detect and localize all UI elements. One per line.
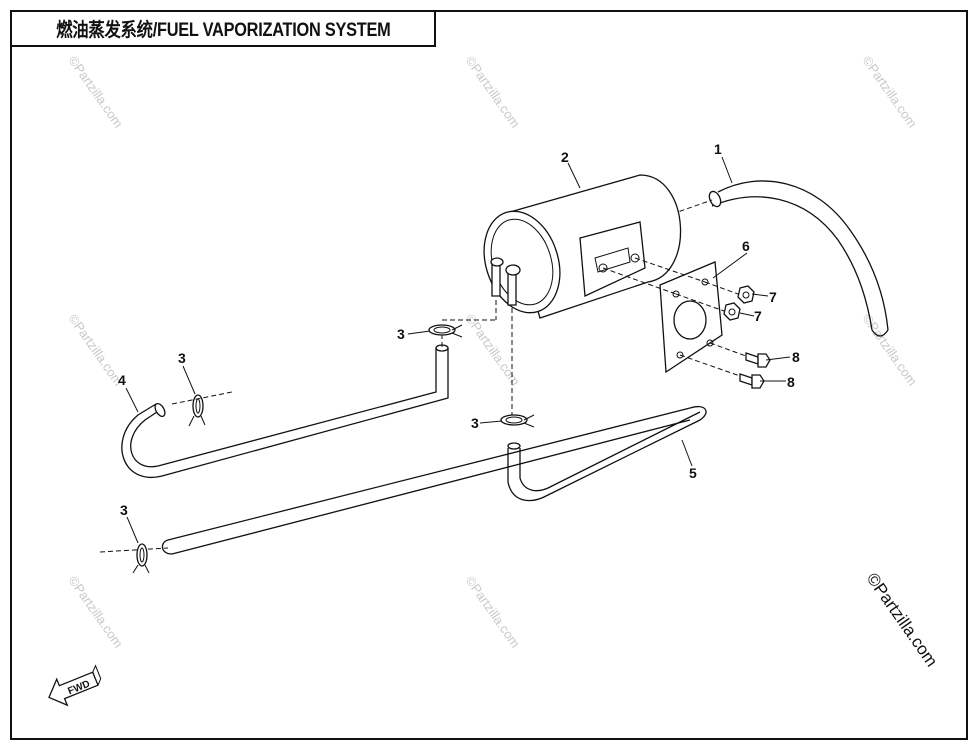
watermark: ©Partzilla.com xyxy=(860,311,920,388)
part-7-nut[interactable] xyxy=(704,281,755,304)
copyright-text: ©Partzilla.com xyxy=(863,569,942,670)
title-box: 燃油蒸发系统/FUEL VAPORIZATION SYSTEM xyxy=(10,10,436,47)
callout-6: 6 xyxy=(742,238,750,254)
callout-3: 3 xyxy=(397,326,405,342)
watermark: ©Partzilla.com xyxy=(463,573,523,650)
callout-3: 3 xyxy=(178,350,186,366)
callout-2: 2 xyxy=(561,149,569,165)
part-8-bolt[interactable] xyxy=(679,354,765,389)
callout-1: 1 xyxy=(714,141,722,157)
watermark: ©Partzilla.com xyxy=(66,53,126,130)
part-3-clamp[interactable] xyxy=(500,414,535,428)
fwd-arrow-icon: FWD xyxy=(48,664,102,707)
callout-7: 7 xyxy=(754,308,762,324)
watermark: ©Partzilla.com xyxy=(463,53,523,130)
part-1-hose[interactable] xyxy=(671,180,889,337)
part-3-clamp[interactable] xyxy=(132,543,150,574)
callout-4: 4 xyxy=(118,372,126,388)
diagram-frame xyxy=(10,10,968,740)
watermark: ©Partzilla.com xyxy=(66,573,126,650)
watermark: ©Partzilla.com xyxy=(860,53,920,130)
part-5-hose[interactable] xyxy=(99,405,707,555)
callout-8: 8 xyxy=(792,349,800,365)
callout-5: 5 xyxy=(689,465,697,481)
part-6-bracket-plate[interactable] xyxy=(602,257,723,374)
part-7-nut[interactable] xyxy=(675,293,741,321)
part-8-bolt[interactable] xyxy=(709,342,771,368)
part-3-clamp[interactable] xyxy=(428,324,463,338)
part-4-hose[interactable] xyxy=(121,334,449,479)
page-title: 燃油蒸发系统/FUEL VAPORIZATION SYSTEM xyxy=(55,20,391,41)
callout-3: 3 xyxy=(120,502,128,518)
leader-lines xyxy=(125,156,791,544)
callout-3: 3 xyxy=(471,415,479,431)
callout-8: 8 xyxy=(787,374,795,390)
callout-7: 7 xyxy=(769,289,777,305)
watermark: ©Partzilla.com xyxy=(66,311,126,388)
part-3-clamp[interactable] xyxy=(171,391,233,427)
watermark: ©Partzilla.com xyxy=(463,311,523,388)
part-2-canister[interactable] xyxy=(472,174,682,323)
